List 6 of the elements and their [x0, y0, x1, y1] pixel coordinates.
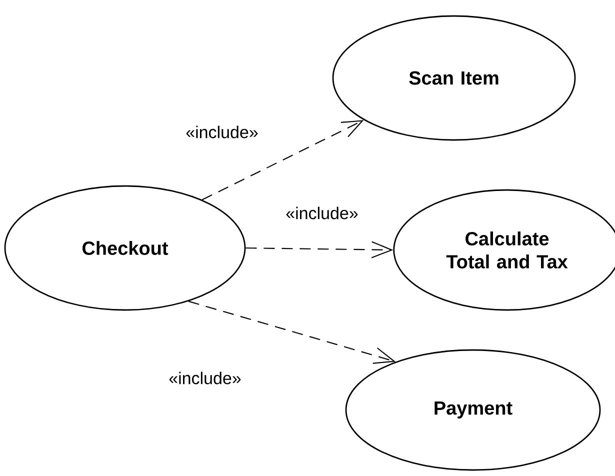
dashed-arrow [188, 300, 396, 364]
dashed-arrow [202, 120, 364, 200]
edge-label: «include» [186, 126, 258, 138]
edge-label: «include» [169, 372, 241, 384]
edge-label: «include» [286, 206, 358, 220]
dashed-arrow [246, 241, 394, 258]
